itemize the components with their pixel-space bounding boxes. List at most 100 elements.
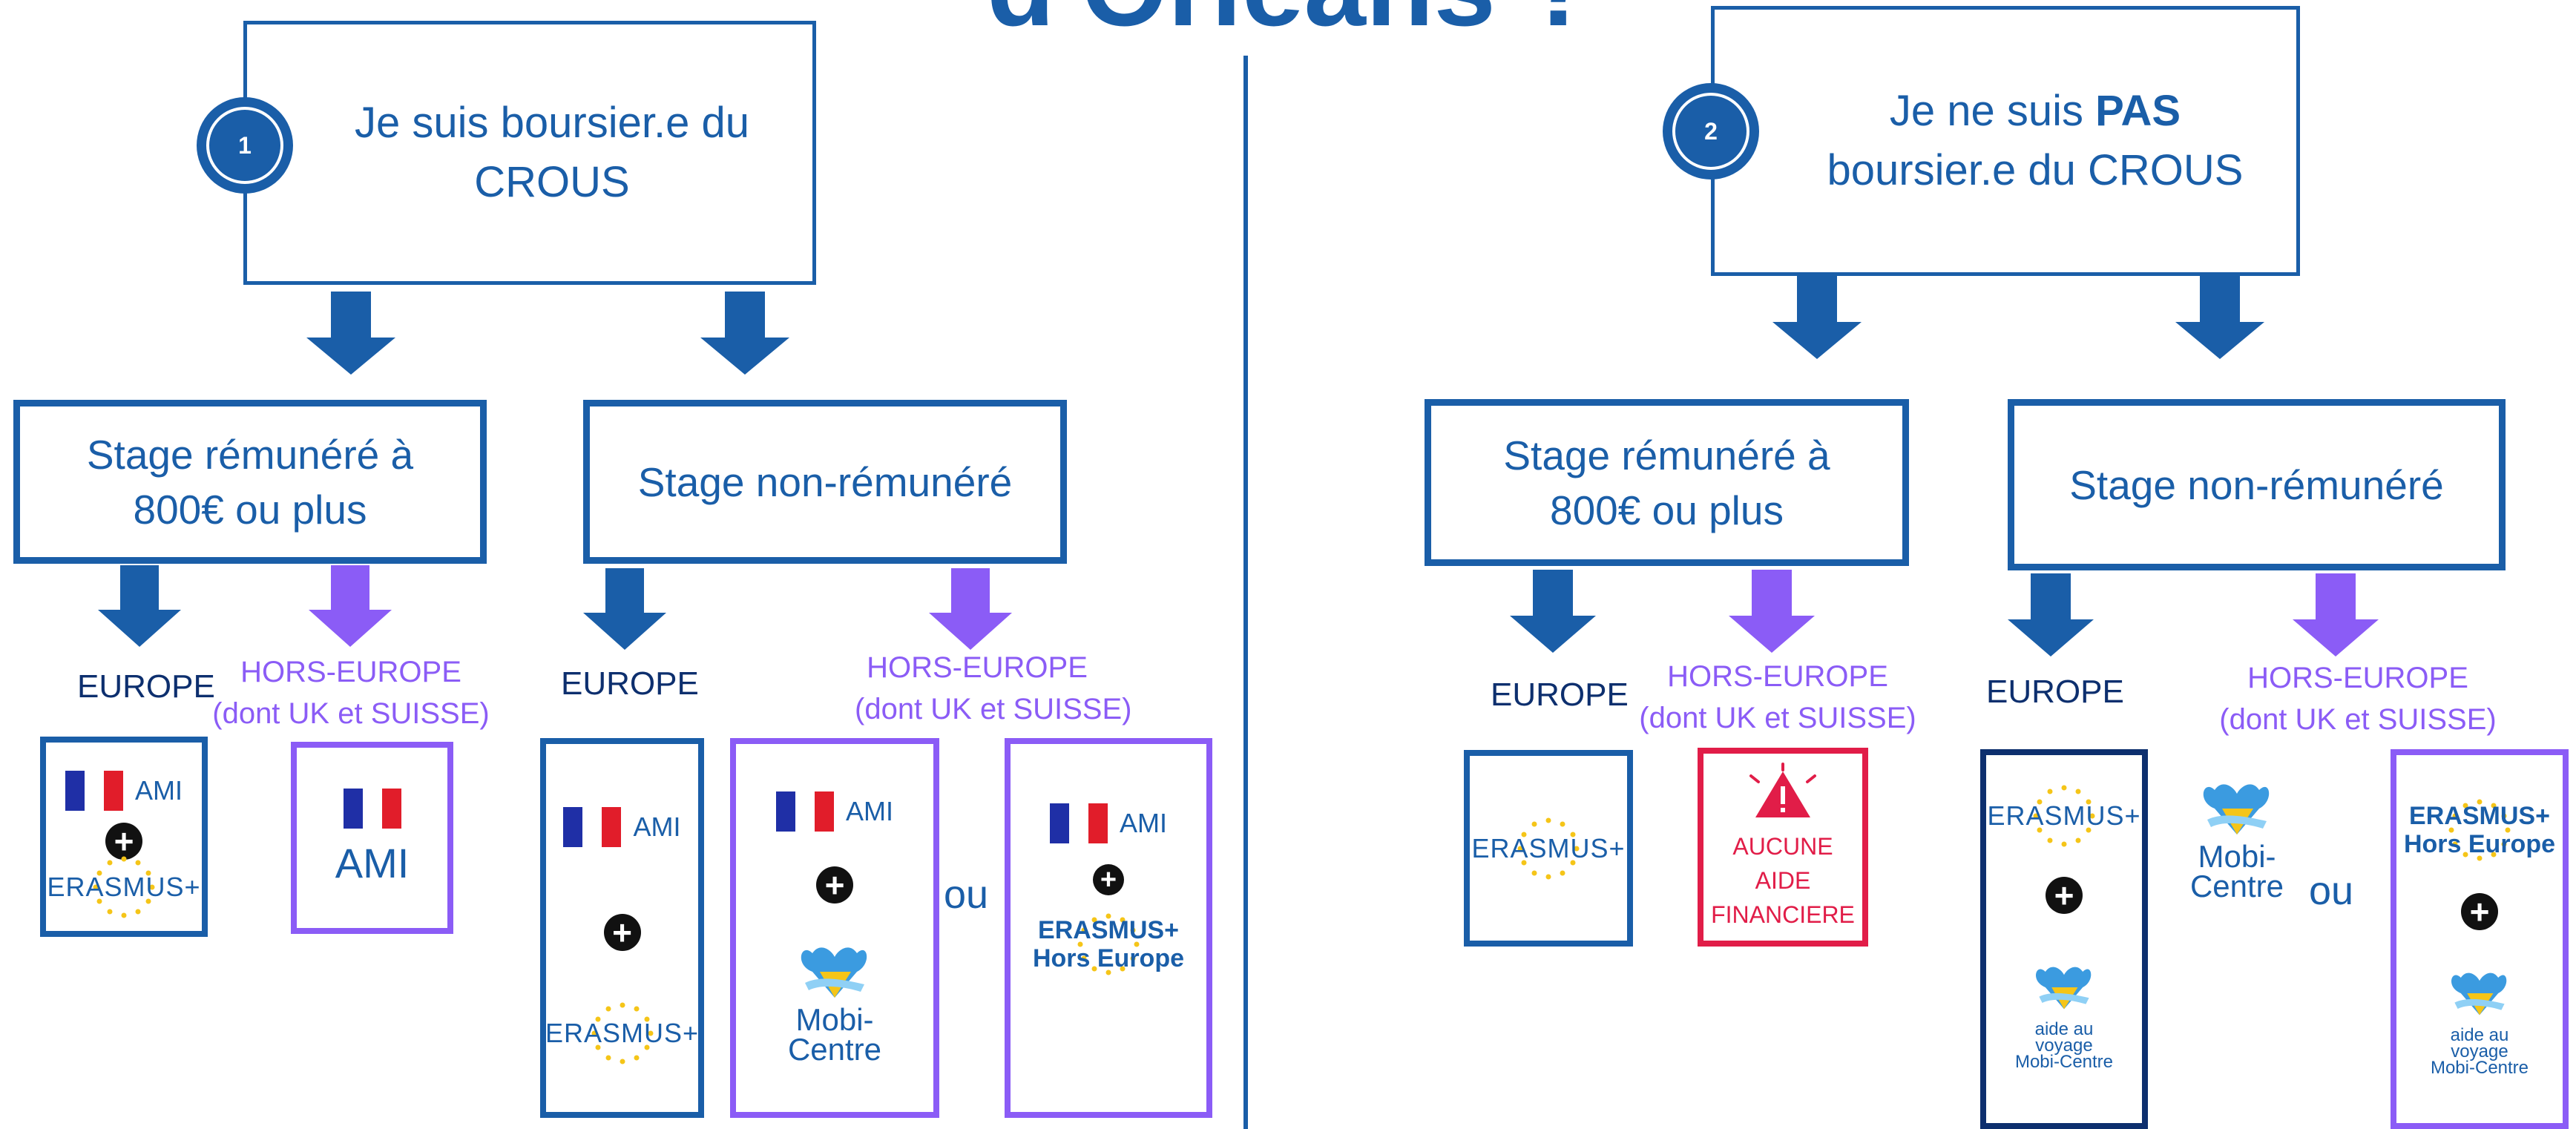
ami-label: AMI [335, 840, 410, 886]
card-europe-ami-erasmus: AMI + ERASMUS+ [540, 738, 704, 1118]
label-europe: EUROPE [77, 668, 215, 705]
ami-row: AMI [65, 771, 183, 811]
heading-bold: PAS [2095, 87, 2181, 135]
erasmus-stars-icon [93, 856, 155, 918]
down-arrow-icon [2175, 276, 2264, 359]
erasmus-hors-europe-logo: ERASMUS+ Hors Europe [2404, 799, 2555, 861]
stage-paid-label: Stage rémunéré à 800€ ou plus [1503, 432, 1830, 533]
card-europe-erasmus-mobi: ERASMUS+ + aide au voyage Mobi-Centre [1980, 749, 2148, 1129]
aide-voyage-text: aide au voyage Mobi-Centre [2430, 1024, 2529, 1078]
stage-unpaid-label: Stage non-rémunéré [637, 458, 1013, 505]
mobi-centre-standalone: Mobi-Centre [2174, 775, 2300, 903]
plus-icon: + [1093, 864, 1124, 895]
mobi-centre-aide: aide au voyage Mobi-Centre [2015, 959, 2113, 1071]
heading-non-boursier: Je ne suis PAS boursier.e du CROUS [1774, 82, 2296, 200]
aide-line1: aide au [2450, 1024, 2509, 1045]
label-europe: EUROPE [561, 665, 699, 702]
heading-boursier: Je suis boursier.e du CROUS [355, 99, 749, 206]
label-hors-europe-line2: (dont UK et SUISSE) [855, 693, 1132, 725]
down-arrow-icon [98, 565, 181, 647]
label-hors-europe-line1: HORS-EUROPE [240, 656, 461, 688]
erasmus-stars-icon [1517, 817, 1580, 879]
aide-line2: voyage [2035, 1036, 2093, 1056]
france-flag-icon [1049, 803, 1108, 843]
erasmus-label: ERASMUS+ [1471, 832, 1626, 863]
label-europe: EUROPE [1491, 677, 1629, 713]
label-hors-europe: HORS-EUROPE (dont UK et SUISSE) [1637, 656, 1919, 739]
down-arrow-icon [700, 292, 789, 375]
stage-unpaid-box-right: Stage non-rémunéré [2008, 399, 2506, 570]
ami-row: AMI [1049, 803, 1167, 843]
mobi-centre-label: Mobi-Centre [2189, 839, 2284, 903]
aide-line3: Mobi-Centre [2430, 1057, 2529, 1078]
step-badge-2-number: 2 [1672, 93, 1749, 170]
step-badge-2: 2 [1663, 83, 1759, 180]
label-hors-europe-line2: (dont UK et SUISSE) [1639, 702, 1916, 734]
mobi-centre-aide: aide au voyage Mobi-Centre [2431, 965, 2529, 1076]
erasmus-logo: ERASMUS+ [1471, 817, 1626, 879]
mobi-centre-logo-icon [2203, 784, 2270, 835]
stage-unpaid-label: Stage non-rémunéré [2069, 461, 2444, 508]
erasmus-label: ERASMUS+ [47, 872, 201, 902]
erasmus-stars-icon [1077, 913, 1140, 975]
mobi-centre-label: Mobi-Centre [787, 1002, 882, 1067]
erasmus-logo: ERASMUS+ [1987, 785, 2140, 847]
france-flag-icon [65, 771, 123, 811]
plus-icon: + [603, 914, 641, 951]
card-hors-europe-ami-mobi: AMI + Mobi-Centre [730, 738, 939, 1118]
mobi-centre-logo-icon [801, 947, 867, 998]
card-hors-europe-erasmus-he-mobi: ERASMUS+ Hors Europe + aide au voyage Mo… [2391, 749, 2569, 1129]
aucune-line2: AIDE [1755, 867, 1811, 894]
ou-label: ou [944, 872, 989, 917]
mobi-centre-logo-icon [2035, 967, 2092, 1010]
heading-box-boursier: Je suis boursier.e du CROUS [243, 21, 816, 285]
heading-box-non-boursier: Je ne suis PAS boursier.e du CROUS [1711, 6, 2300, 276]
down-arrow-icon [583, 568, 666, 650]
page-title: d'Orléans ? [987, 0, 1594, 42]
erasmus-stars-icon [2033, 785, 2095, 847]
label-hors-europe-line1: HORS-EUROPE [867, 651, 1088, 684]
ami-row: AMI [563, 807, 681, 847]
erasmus-hors-europe-logo: ERASMUS+ Hors Europe [1032, 913, 1185, 975]
stage-paid-box-right: Stage rémunéré à 800€ ou plus [1425, 399, 1909, 566]
ou-label: ou [2309, 869, 2354, 913]
erasmus-logo: ERASMUS+ [47, 856, 201, 918]
heading-prefix: Je ne suis [1889, 87, 2084, 135]
mobi-centre-logo: Mobi-Centre [768, 938, 901, 1067]
step-badge-1-number: 1 [206, 107, 283, 184]
france-flag-icon [775, 791, 834, 832]
aide-line1: aide au [2034, 1019, 2094, 1040]
ami-label: AMI [633, 812, 681, 842]
plus-icon: + [816, 866, 853, 903]
warning-icon [1749, 763, 1816, 817]
down-arrow-icon [1510, 570, 1596, 653]
plus-icon: + [2461, 892, 2498, 930]
card-hors-europe-ami: AMI [291, 742, 453, 934]
ami-label: AMI [1119, 808, 1167, 838]
mobi-centre-logo-icon [2451, 972, 2507, 1016]
erasmus-logo: ERASMUS+ [545, 1002, 700, 1064]
card-europe-erasmus: ERASMUS+ [1464, 750, 1633, 947]
card-aucune-aide: AUCUNE AIDE FINANCIERE [1698, 748, 1868, 947]
center-divider [1243, 56, 1248, 1129]
plus-icon: + [2046, 876, 2083, 914]
label-hors-europe-line2: (dont UK et SUISSE) [2219, 703, 2497, 736]
label-hors-europe-line1: HORS-EUROPE [1667, 660, 1888, 693]
plus-icon: + [105, 823, 142, 860]
erasmus-he-line2: Hors Europe [1032, 944, 1185, 972]
aucune-line3: FINANCIERE [1711, 901, 1855, 928]
label-hors-europe: HORS-EUROPE (dont UK et SUISSE) [2217, 657, 2499, 740]
aide-voyage-text: aide au voyage Mobi-Centre [2015, 1019, 2113, 1071]
down-arrow-icon [306, 292, 395, 375]
down-arrow-icon [929, 568, 1012, 650]
ami-label: AMI [134, 775, 183, 806]
heading-suffix: boursier.e du CROUS [1827, 146, 2244, 194]
erasmus-he-line1: ERASMUS+ [2409, 802, 2550, 831]
erasmus-stars-icon [591, 1002, 653, 1064]
label-hors-europe-line2: (dont UK et SUISSE) [212, 697, 490, 730]
down-arrow-icon [309, 565, 392, 647]
aucune-line1: AUCUNE [1732, 833, 1833, 860]
label-hors-europe-line1: HORS-EUROPE [2247, 662, 2468, 694]
erasmus-stars-icon [2448, 799, 2511, 861]
erasmus-label: ERASMUS+ [545, 1018, 700, 1048]
